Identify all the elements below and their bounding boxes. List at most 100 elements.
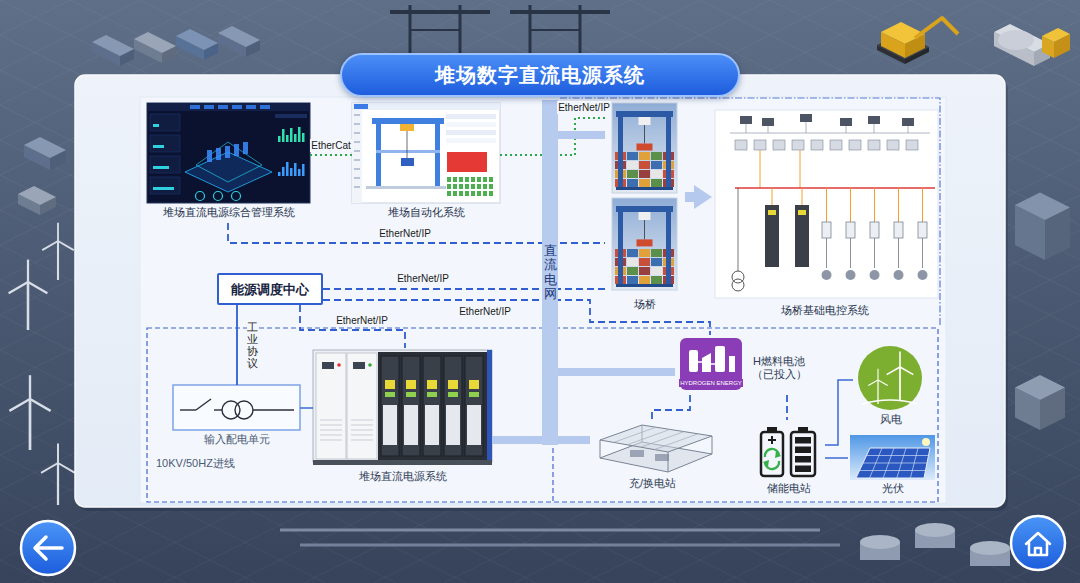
turbine-blade — [58, 463, 75, 473]
roof-rib — [654, 434, 698, 450]
protocol-label: EtherNet/IP — [557, 101, 611, 114]
text-holder: 输入配电单元 — [173, 433, 300, 446]
panel-card — [150, 156, 180, 173]
node-label: 直流电网 — [544, 244, 557, 301]
wind-art — [858, 346, 922, 410]
gantry-base — [616, 284, 673, 287]
turbine-blade — [28, 282, 47, 293]
status-cell — [483, 191, 487, 196]
module-face — [383, 405, 397, 445]
stacked-container — [651, 161, 662, 169]
status-cell — [477, 191, 481, 196]
block-face — [218, 26, 260, 47]
connector — [300, 305, 405, 348]
status-cell — [489, 191, 493, 196]
wire — [826, 188, 827, 222]
dashboard-screenshot — [147, 103, 310, 203]
bar — [153, 145, 164, 148]
iso-outline — [196, 142, 262, 182]
chart-bar — [282, 129, 285, 142]
network-line — [730, 133, 930, 134]
iso-grid-line — [0, 0, 1050, 583]
truck-body — [994, 24, 1050, 66]
container-block — [92, 35, 134, 66]
menu-item — [354, 177, 360, 179]
device-icon — [868, 116, 880, 124]
status-cell — [459, 191, 463, 196]
device-link — [908, 126, 909, 133]
container-block — [176, 29, 218, 60]
brand-stripe — [487, 350, 492, 462]
battery-terminal — [767, 427, 777, 432]
protocol-label: EtherNet/IP — [335, 314, 389, 327]
wire — [772, 188, 773, 205]
chart-bar — [298, 169, 301, 176]
node-label: H燃料电池 — [753, 355, 805, 368]
turbine-blade — [878, 380, 888, 386]
charging-station: 充/换电站 — [590, 420, 715, 492]
chart-bar — [278, 172, 281, 176]
inverter — [846, 222, 855, 238]
status-cell — [477, 177, 481, 182]
charge-bar — [795, 466, 811, 473]
stacked-container — [639, 179, 650, 187]
motor — [846, 270, 856, 280]
connector — [323, 288, 605, 290]
tab — [260, 105, 270, 109]
trolley — [639, 212, 651, 220]
wire — [922, 188, 923, 222]
tank-top — [970, 541, 1010, 555]
pipe — [300, 544, 840, 547]
module-face — [467, 405, 481, 445]
block-face — [24, 137, 66, 158]
turbine-tower — [57, 241, 59, 280]
chart-bar — [278, 136, 281, 142]
roof-rib — [627, 429, 670, 444]
node-label: 风电 — [880, 413, 902, 426]
status-cell — [453, 191, 457, 196]
software-screenshot: 堆场直流电源综合管理系统 — [147, 103, 310, 223]
gantry-leg — [666, 206, 671, 286]
power-module — [402, 356, 420, 456]
turbine-blade — [887, 367, 900, 375]
module-led — [385, 392, 395, 397]
status-cell — [465, 184, 469, 189]
container-block — [218, 26, 260, 57]
panel-shadow — [78, 79, 1008, 511]
menu-item — [354, 186, 360, 188]
connector — [825, 457, 848, 459]
charge-bar — [795, 447, 811, 454]
node-label: 输入配电单元 — [204, 433, 270, 446]
module-led — [448, 392, 458, 397]
text-holder: 能源调度中心 — [219, 275, 321, 303]
wind-icon — [858, 346, 922, 410]
chart-bar — [298, 127, 301, 142]
charge-bar — [795, 437, 811, 444]
pipe — [698, 361, 702, 363]
output-line — [253, 409, 294, 410]
crane-beam — [510, 10, 610, 14]
device-link — [806, 122, 807, 133]
label-holder: HYDROGEN ENERGY — [679, 379, 743, 387]
power-module — [465, 356, 483, 456]
connector — [300, 407, 313, 408]
solar-art — [850, 435, 935, 480]
stacked-container — [639, 276, 650, 284]
status-cell — [471, 177, 475, 182]
excavator-body — [881, 22, 925, 58]
station-roof — [600, 425, 712, 452]
wire — [760, 150, 761, 188]
status-cell — [471, 191, 475, 196]
crane-beam — [390, 10, 490, 14]
fuel-cell-icon — [680, 338, 742, 390]
storage-art — [761, 427, 815, 476]
tank — [715, 346, 725, 372]
menu-item — [354, 123, 360, 125]
vent — [351, 435, 373, 436]
header-bar — [352, 103, 500, 110]
node-label: 能源调度中心 — [231, 282, 309, 297]
gauge — [232, 192, 241, 201]
text-holder: 充/换电站 — [590, 477, 715, 490]
node-label: 光伏 — [882, 482, 904, 495]
chart-bar — [290, 168, 293, 176]
